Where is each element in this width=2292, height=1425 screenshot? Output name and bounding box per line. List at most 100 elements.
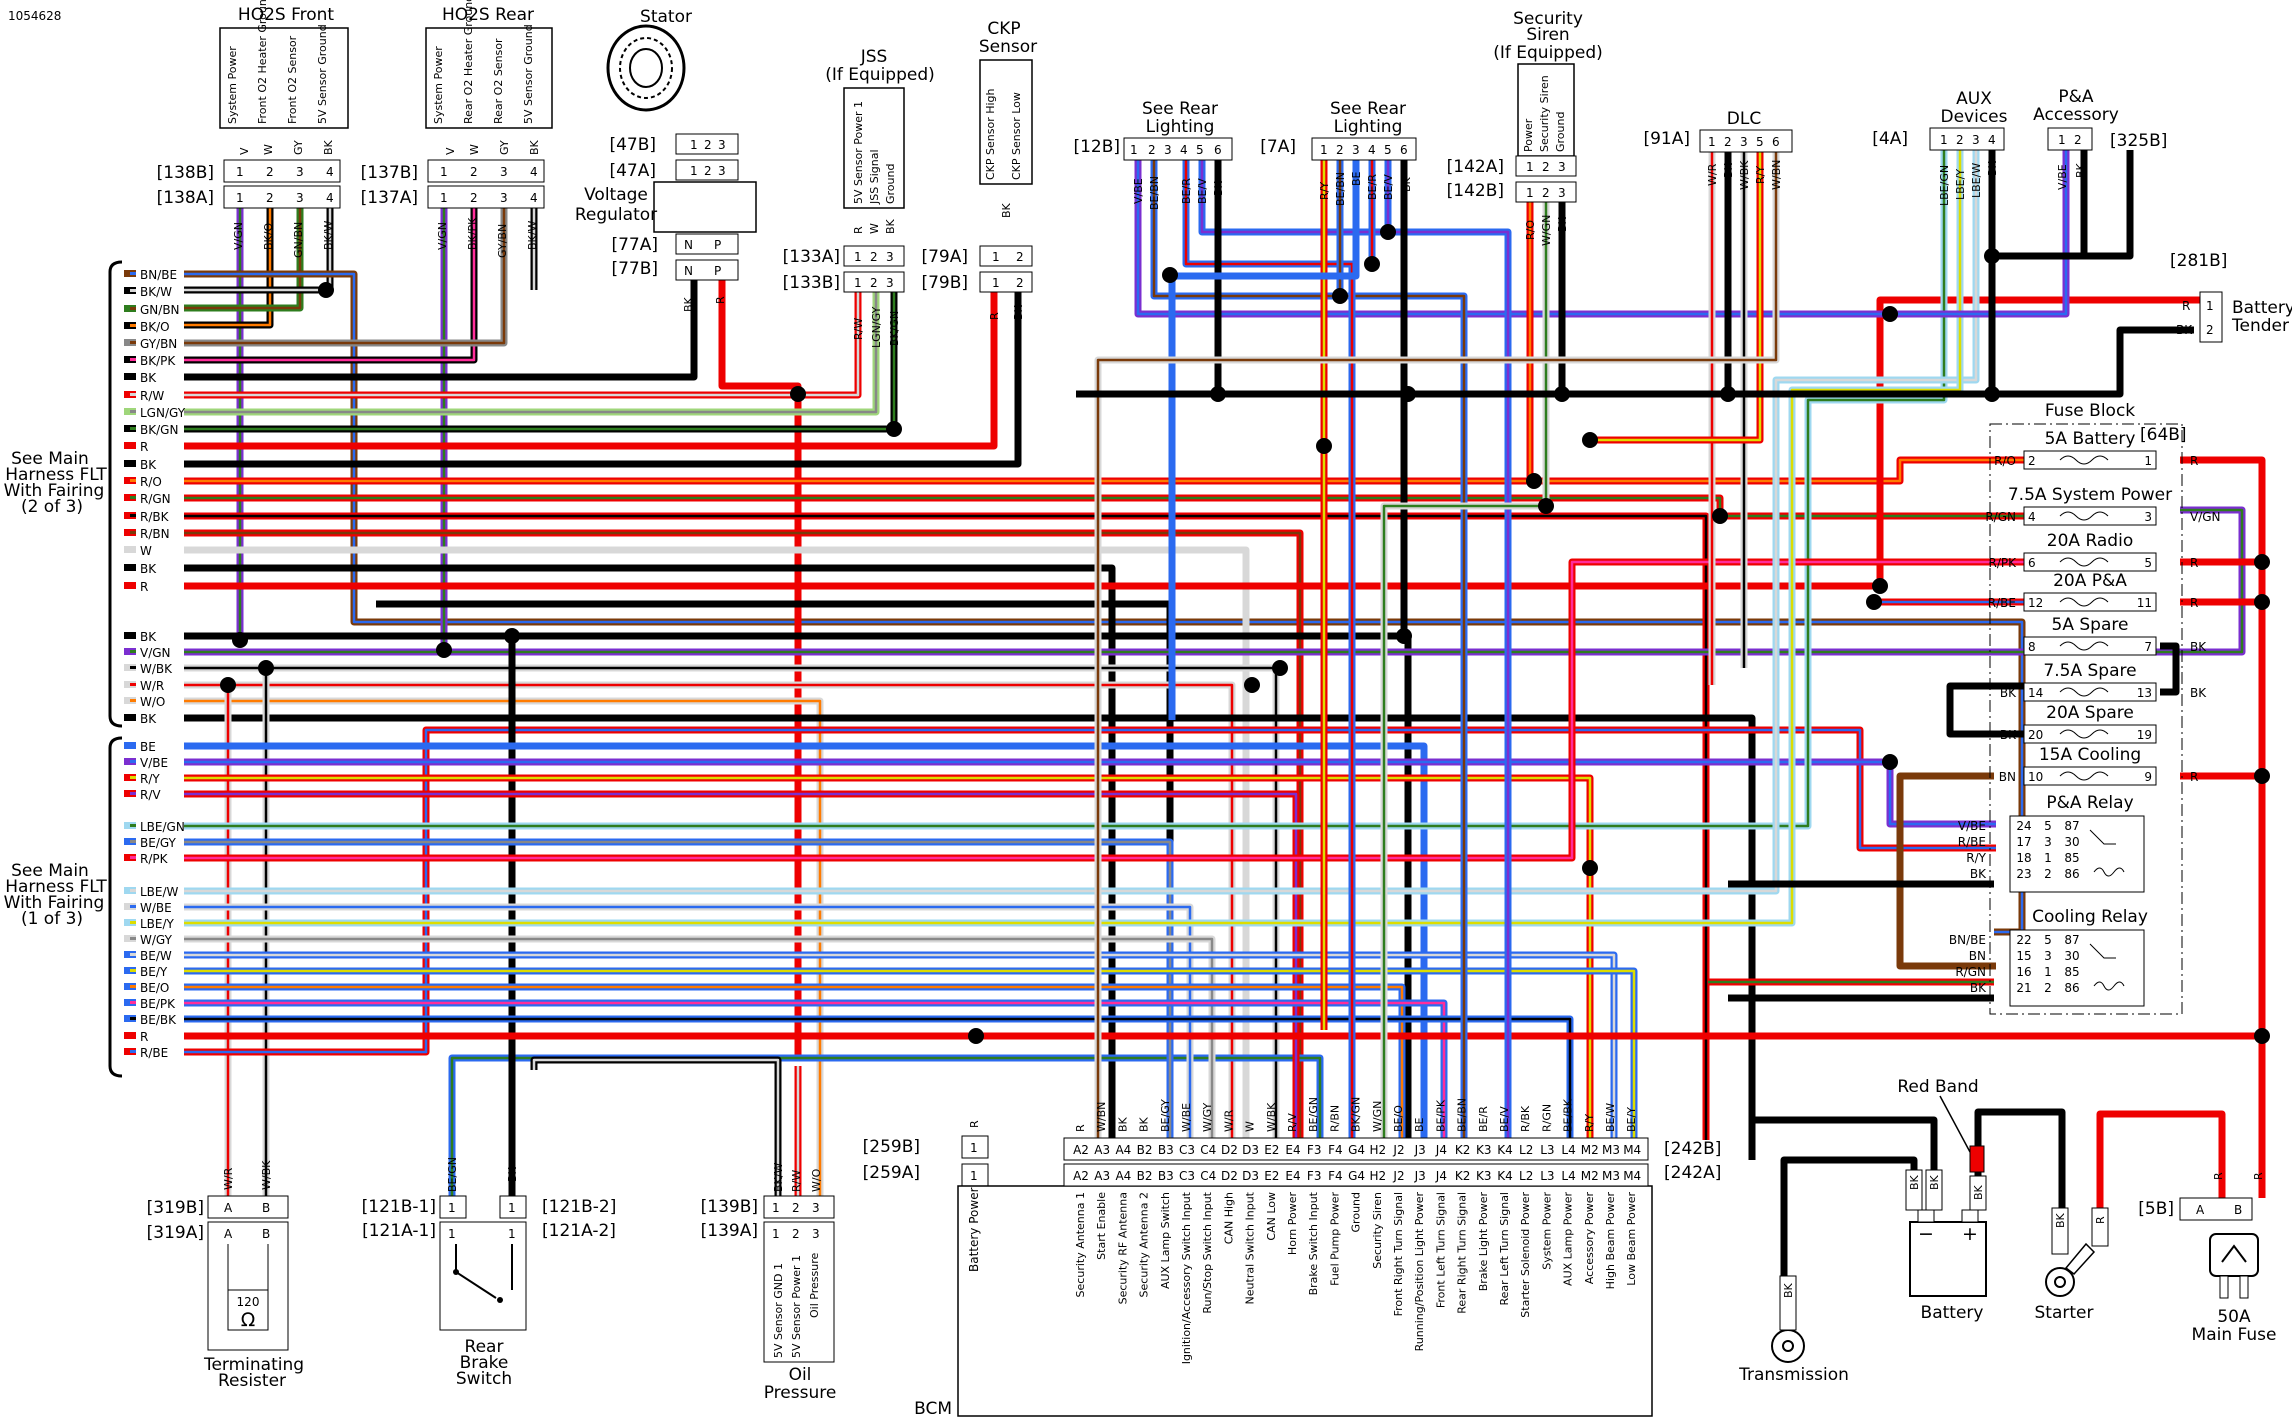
transmission-title: Transmission: [1738, 1365, 1849, 1385]
wire-label: BK: [1782, 1282, 1795, 1298]
wire: [184, 280, 698, 381]
wire-label: BE/R: [1366, 174, 1379, 200]
harness-wire-label: BK/W: [140, 285, 172, 299]
relay-pin: 30: [2064, 949, 2079, 963]
wire-stripe: [184, 208, 302, 310]
splice-dot: [2254, 554, 2270, 570]
harness-wire-label: R: [140, 580, 148, 594]
ho2s-front-pin-4: 5V Sensor Ground: [316, 24, 329, 124]
bcm-pin-242b: C3: [1179, 1143, 1195, 1157]
bcm-pin-label: Brake Switch Input: [1307, 1191, 1320, 1295]
battery-tender-title-2: Tender: [2231, 316, 2289, 336]
harness-wire-label: V/BE: [140, 756, 168, 770]
ckp-pin-1: CKP Sensor High: [984, 88, 997, 180]
wire-label: V: [444, 147, 457, 155]
bcm-pin-label: Brake Light Power: [1477, 1192, 1490, 1292]
pin-number: 6: [1214, 143, 1222, 157]
wire-stripe: [184, 292, 878, 414]
splice-dot: [968, 1028, 984, 1044]
wire-stripe: [184, 208, 272, 327]
bcm-wire-label: W/GN: [1371, 1101, 1384, 1132]
splice-dot: [1712, 508, 1728, 524]
ho2s-front-pin-2: Front O2 Heater Ground: [256, 0, 269, 124]
bcm-conn-259a: [259A]: [863, 1163, 920, 1183]
rear-lighting-1-title-1: See Rear: [1142, 99, 1218, 119]
wire-label: BK: [1212, 180, 1225, 196]
splice-dot: [232, 632, 248, 648]
bcm-conn-242b: [242B]: [1664, 1139, 1721, 1159]
wire-swatch-stripe: [130, 840, 136, 843]
ckp-pin-2: CKP Sensor Low: [1010, 92, 1023, 180]
bcm-wire-label: BE/Y: [1625, 1107, 1638, 1132]
bcm-pin-242b: D3: [1242, 1143, 1259, 1157]
pin-number: 2: [1542, 186, 1550, 200]
harness-wire-label: R: [140, 440, 148, 454]
pin-number: 1: [1526, 186, 1534, 200]
relay-pin: 3: [2044, 835, 2052, 849]
harness-wire-label: BE: [140, 740, 156, 754]
wire-stripe: [184, 150, 1962, 925]
pin-number: 6: [1400, 143, 1408, 157]
harness-wire-label: R/V: [140, 788, 161, 802]
aux-conn: [4A]: [1872, 129, 1908, 149]
wire-swatch-stripe: [130, 969, 136, 972]
wire-stripe: [184, 699, 822, 1196]
wire: [184, 774, 1594, 1140]
harness-1-line-1: See Main: [11, 861, 89, 881]
pin-number: 2: [792, 1201, 800, 1215]
relay-name: Cooling Relay: [2032, 907, 2148, 927]
fuse-icon: [2059, 771, 2109, 781]
pin-number: A: [224, 1201, 233, 1215]
jss-pin-2: JSS Signal: [868, 150, 881, 206]
transmission: BK Transmission: [1738, 1275, 1849, 1385]
brake-title-2: Brake: [460, 1353, 509, 1373]
wire-stripe: [1152, 160, 1466, 1140]
pin-number: 3: [1972, 133, 1980, 147]
wire-swatch-stripe: [130, 393, 136, 396]
pin-number: 2: [470, 191, 478, 205]
siren-pin-1: Power: [1522, 118, 1535, 152]
bcm-wire-label: R/BN: [1328, 1105, 1341, 1132]
bcm-pin-label: Fuel Pump Power: [1328, 1192, 1341, 1286]
wire: [1988, 150, 2134, 260]
relay-wire: BN: [1969, 949, 1986, 963]
pin-number: B: [2234, 1203, 2242, 1217]
jss-pin-1: 5V Sensor Power 1: [852, 101, 865, 204]
fuse-name: 20A Radio: [2047, 531, 2133, 551]
rear-lighting-7a: See Rear Lighting [7A] 1 2 3 4 5 6 R/Y B…: [1260, 99, 1417, 206]
fuse-pin-in: 12: [2028, 596, 2043, 610]
wire-stripe: [184, 496, 2024, 518]
fuse-pin-out: 5: [2144, 556, 2152, 570]
relay-pin: 15: [2016, 949, 2031, 963]
fuse-name: 15A Cooling: [2039, 745, 2141, 765]
bcm-wire-label: BE/PK: [1434, 1099, 1447, 1132]
pa-accessory-title-1: P&A: [2058, 87, 2094, 107]
harness-2-wire-labels: BN/BEBK/WGN/BNBK/OGY/BNBK/PKBKR/WLGN/GYB…: [124, 268, 186, 726]
wire: [184, 790, 1300, 1140]
fuse-pin-out: 11: [2137, 596, 2152, 610]
pin-number: P: [714, 238, 721, 252]
pin-number: 3: [886, 250, 894, 264]
bcm-pin-label: Security Antenna 1: [1074, 1192, 1087, 1297]
wire-swatch-stripe: [130, 776, 136, 779]
pin-number: 3: [812, 1227, 820, 1241]
bcm-pin-242b: D2: [1221, 1143, 1238, 1157]
bcm-pin-242a: F4: [1328, 1169, 1343, 1183]
splice-dot: [1364, 256, 1380, 272]
bcm-pin-label: CAN High: [1222, 1192, 1235, 1244]
wire-stripe: [1096, 152, 1778, 1140]
harness-wire-label: BK/PK: [140, 354, 176, 368]
splice-dot: [1582, 432, 1598, 448]
bcm-pin-242b: B3: [1158, 1143, 1174, 1157]
bcm-pin-label: Accessory Power: [1583, 1192, 1596, 1285]
wire-stripe: [1184, 160, 1354, 1140]
aux-title-2: Devices: [1941, 107, 2008, 127]
relay-pin: 3: [2044, 949, 2052, 963]
pin-number: 4: [326, 165, 334, 179]
wire-stripe: [184, 560, 2024, 860]
jss-conn-b: [133B]: [783, 273, 840, 293]
fuse-icon: [2059, 641, 2109, 651]
pin-number: 1: [440, 165, 448, 179]
bcm-pin-label: Low Beam Power: [1625, 1192, 1638, 1286]
wire-swatch: [124, 742, 136, 749]
